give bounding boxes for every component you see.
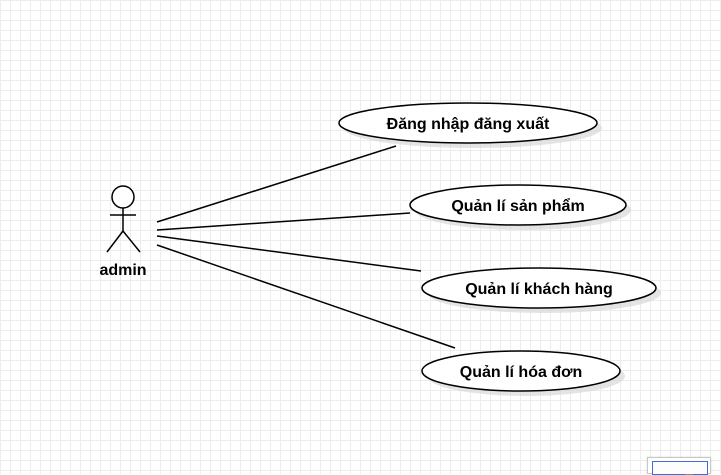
minimap-panel[interactable] — [647, 457, 711, 475]
use-case-ellipse — [421, 267, 657, 309]
use-case-label: Quản lí khách hàng — [465, 281, 613, 298]
actor-label: admin — [99, 262, 146, 279]
use-case-label: Quản lí hóa đơn — [460, 364, 582, 381]
use-case-ellipse — [409, 184, 627, 226]
actor-right-leg — [122, 230, 141, 253]
association-line-customers[interactable] — [156, 235, 422, 272]
minimap-viewport[interactable] — [652, 461, 708, 475]
use-case-ellipse — [421, 350, 621, 392]
actor-admin[interactable]: admin — [99, 185, 147, 279]
use-case-manage-invoices[interactable]: Quản lí hóa đơn — [421, 350, 625, 396]
use-case-label: Đăng nhập đăng xuất — [387, 116, 550, 133]
use-case-manage-products[interactable]: Quản lí sản phẩm — [409, 184, 631, 230]
use-case-label: Quản lí sản phẩm — [451, 197, 584, 215]
association-line-products[interactable] — [156, 212, 411, 231]
actor-left-leg — [106, 230, 124, 253]
use-case-manage-customers[interactable]: Quản lí khách hàng — [421, 267, 661, 313]
use-case-ellipse — [338, 102, 598, 144]
actor-head — [111, 185, 135, 209]
association-line-invoices[interactable] — [156, 244, 456, 349]
association-line-login[interactable] — [156, 145, 397, 223]
use-case-login-logout[interactable]: Đăng nhập đăng xuất — [338, 102, 602, 148]
